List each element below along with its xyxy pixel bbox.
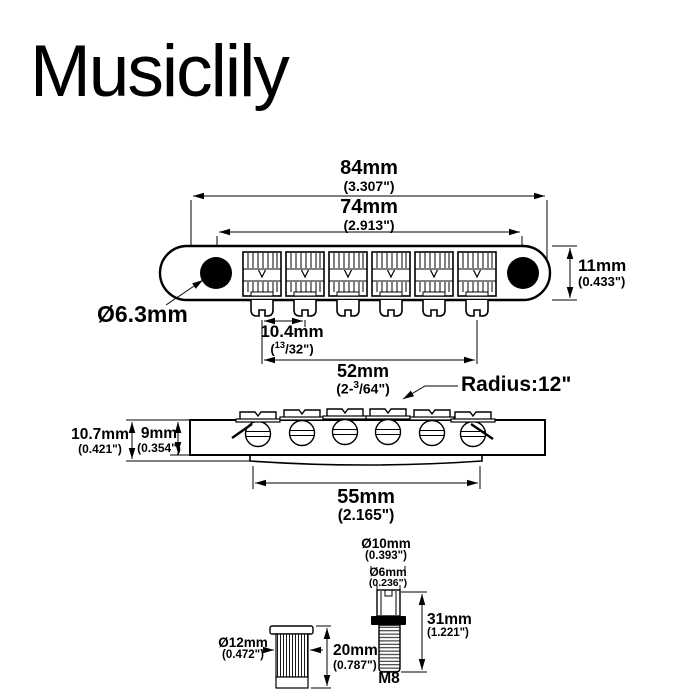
dim-9mm-value: 9mm (140, 425, 178, 442)
radius-leader-line (402, 385, 458, 400)
dim-o6mm-label: Ø6mm (0.236") (369, 566, 407, 589)
dim-12mm-label: Ø12mm (0.472") (218, 635, 268, 662)
dim-12mm-value: Ø12mm (218, 635, 268, 650)
intonation-screw (250, 299, 274, 317)
dim-31mm-inches: (1.221") (427, 627, 469, 640)
dim-74mm-value: 74mm (340, 196, 398, 218)
post-hole-leader-line (165, 279, 204, 306)
dim-11mm-inches: (0.433") (578, 273, 626, 289)
dim-10-7mm-value: 10.7mm (71, 426, 129, 443)
dim-20mm-label: 20mm (0.787") (333, 642, 378, 673)
stud-slot (384, 590, 393, 597)
brand-logo: Musiclily (30, 31, 290, 112)
bridge-top-view (158, 244, 552, 317)
dim-84mm-value: 84mm (340, 157, 398, 179)
dim-20mm-value: 20mm (333, 642, 378, 659)
intonation-screw (465, 299, 489, 317)
intonation-screw (422, 299, 446, 317)
top-view-dimension-52mm-lines (264, 320, 478, 364)
saddle-side (235, 411, 281, 423)
dim-o6mm-value: Ø6mm (369, 565, 407, 579)
dim-o10mm-value: Ø10mm (361, 536, 411, 551)
bushing-flange (269, 625, 314, 635)
dim-10-4mm-value: 10.4mm (260, 322, 324, 341)
stud-head (376, 589, 401, 617)
top-view-dimension-11mm-lines (552, 245, 577, 301)
dim-11mm-label: 11mm (0.433") (578, 257, 626, 288)
dim-10-4mm-inches: (13/32") (270, 339, 314, 356)
dim-52mm-label: 52mm (2-3/64") (336, 362, 390, 396)
dim-10-7mm-label: 10.7mm (0.421") (71, 426, 129, 457)
top-view-dimension-10-4mm-lines (261, 317, 306, 364)
dim-9mm-label: 9mm (0.354") (137, 425, 181, 456)
dim-o6mm-inches: (0.236") (368, 577, 408, 590)
post-hole-diameter-label: Ø6.3mm (97, 301, 188, 327)
screw-head-side (331, 418, 359, 446)
anchor-bushing-drawing (262, 625, 331, 689)
dim-55mm-value: 55mm (337, 486, 395, 508)
dim-o10mm-inches: (0.393") (365, 550, 407, 563)
saddle-side (365, 408, 411, 420)
saddle (457, 251, 497, 297)
retainer-wire-right (470, 423, 494, 440)
dim-74mm-inches: (2.913") (343, 216, 395, 233)
dim-84mm-inches: (3.307") (343, 177, 395, 194)
intonation-screw (379, 299, 403, 317)
dim-55mm-label: 55mm (2.165") (337, 487, 395, 524)
thread-size-label: M8 (378, 670, 400, 687)
post-hole-left (200, 257, 232, 289)
dim-20mm-inches: (0.787") (333, 658, 377, 673)
dim-10-4mm-label: 10.4mm (13/32") (260, 323, 323, 356)
screw-head-side (418, 419, 446, 447)
bushing-knurled-body (275, 633, 309, 678)
screw-head-side (288, 419, 316, 447)
dim-10-7mm-inches: (0.421") (78, 442, 122, 457)
intonation-screw (293, 299, 317, 317)
bridge-base-arch (249, 455, 483, 466)
radius-label: Radius:12" (461, 373, 572, 396)
dim-9mm-inches: (0.354") (137, 441, 181, 456)
stud-thread (378, 624, 401, 673)
bridge-side-view (189, 408, 546, 466)
dim-52mm-value: 52mm (336, 361, 390, 381)
mounting-stud-drawing (370, 566, 427, 673)
side-view-height-dimension-lines (126, 419, 251, 462)
saddle (371, 251, 411, 297)
saddle (285, 251, 325, 297)
saddle (414, 251, 454, 297)
post-hole-right (507, 257, 539, 289)
dim-31mm-label: 31mm (1.221") (427, 611, 472, 640)
saddle-side (409, 409, 455, 421)
dim-11mm-value: 11mm (578, 256, 627, 275)
side-view-dimension-55mm-lines (252, 466, 481, 489)
saddle-side (279, 409, 325, 421)
dim-o10mm-label: Ø10mm (0.393") (361, 536, 411, 563)
stud-knurled-collar (371, 616, 406, 625)
dim-55mm-inches: (2.165") (337, 506, 395, 524)
saddle (328, 251, 368, 297)
saddle-side (322, 408, 368, 420)
screw-head-side (374, 418, 402, 446)
intonation-screw (336, 299, 360, 317)
retainer-wire-left (231, 423, 253, 439)
dim-74mm-label: 74mm (2.913") (340, 197, 398, 232)
dim-31mm-value: 31mm (427, 611, 472, 628)
bushing-bottom-band (275, 676, 309, 689)
dim-84mm-label: 84mm (3.307") (340, 158, 398, 193)
dim-52mm-inches: (2-3/64") (336, 379, 390, 397)
dim-12mm-inches: (0.472") (222, 649, 264, 662)
saddle-side (450, 411, 496, 423)
saddle (242, 251, 282, 297)
